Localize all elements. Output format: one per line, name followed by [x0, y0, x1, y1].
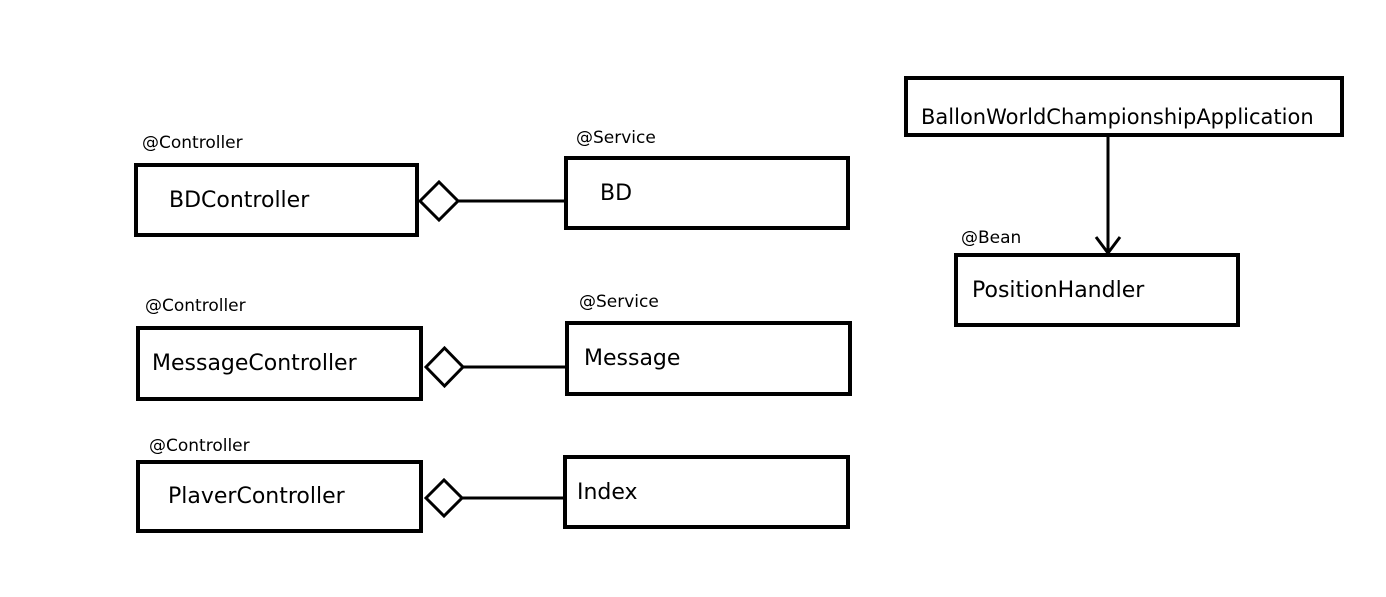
- messagecontroller-annotation: @Controller: [145, 296, 246, 316]
- index-box[interactable]: Index: [563, 455, 850, 529]
- positionhandler-annotation: @Bean: [961, 228, 1022, 248]
- positionhandler-box[interactable]: PositionHandler: [954, 253, 1240, 327]
- playercontroller-annotation: @Controller: [149, 436, 250, 456]
- positionhandler-label: PositionHandler: [972, 277, 1145, 303]
- bd-label: BD: [600, 180, 633, 206]
- bdcontroller-label: BDController: [169, 187, 310, 213]
- aggregation-diamond-index: [423, 477, 465, 519]
- bd-annotation: @Service: [576, 128, 656, 148]
- message-label: Message: [584, 346, 681, 371]
- playercontroller-label: PlaverController: [168, 484, 345, 509]
- application-label: BallonWorldChampionshipApplication: [921, 104, 1314, 129]
- message-box[interactable]: Message: [565, 321, 852, 396]
- messagecontroller-box[interactable]: MessageController: [136, 326, 423, 401]
- bd-box[interactable]: BD: [564, 156, 850, 230]
- message-annotation: @Service: [579, 292, 659, 312]
- index-label: Index: [577, 479, 638, 505]
- messagecontroller-label: MessageController: [152, 351, 357, 376]
- playercontroller-box[interactable]: PlaverController: [136, 460, 423, 533]
- bdcontroller-box[interactable]: BDController: [134, 163, 419, 237]
- bdcontroller-annotation: @Controller: [142, 133, 243, 153]
- aggregation-diamond-message: [423, 345, 466, 389]
- application-box[interactable]: BallonWorldChampionshipApplication: [904, 76, 1344, 137]
- aggregation-diamond-bd: [417, 179, 461, 223]
